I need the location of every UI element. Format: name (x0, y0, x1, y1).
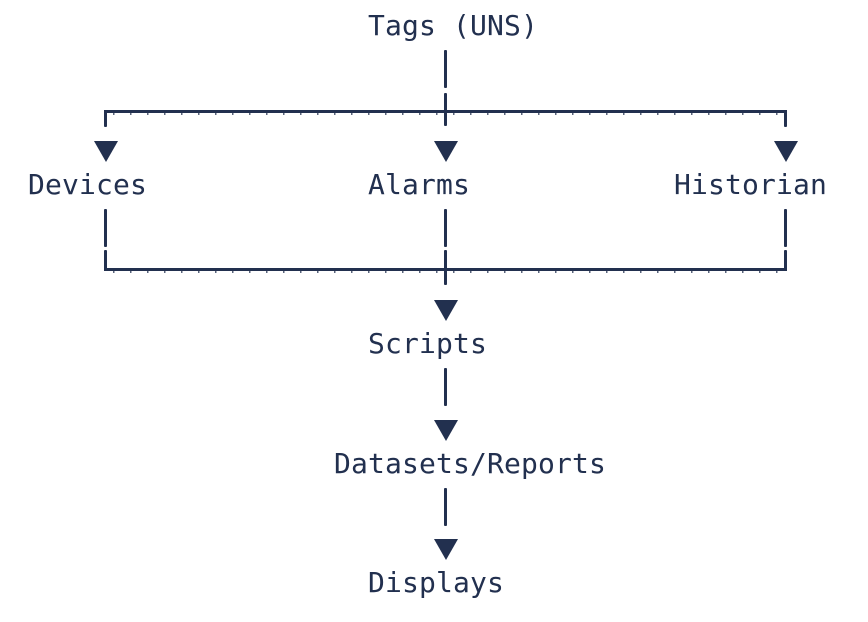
node-label-devices: Devices (28, 168, 147, 201)
connector-devices-stem (104, 209, 107, 247)
node-label-tags-uns: Tags (UNS) (368, 9, 538, 42)
connector-tags-stem (444, 50, 447, 88)
down-arrow-icon-scripts (434, 300, 458, 321)
connector-merge-rail-left-corner (104, 250, 107, 271)
connector-historian-stem (784, 209, 787, 247)
top-rail-ticks (104, 113, 787, 115)
connector-merge-rail-right-corner (784, 250, 787, 271)
merge-rail-ticks (104, 271, 787, 273)
down-arrow-icon-alarms (434, 141, 458, 162)
down-arrow-icon-historian (774, 141, 798, 162)
connector-merge-rail (104, 268, 787, 271)
node-label-scripts: Scripts (368, 327, 487, 360)
connector-top-rail-left-corner (104, 110, 107, 127)
down-arrow-icon-displays (434, 539, 458, 560)
node-label-datasets-reports: Datasets/Reports (334, 447, 606, 480)
connector-top-rail (104, 110, 787, 113)
connector-scripts-stem (444, 368, 447, 406)
connector-alarms-stem (444, 209, 447, 247)
connector-merge-cross (444, 250, 447, 285)
node-label-displays: Displays (368, 566, 504, 599)
connector-datasets-stem (444, 488, 447, 526)
connector-top-rail-right-corner (784, 110, 787, 127)
down-arrow-icon-devices (94, 141, 118, 162)
node-label-historian: Historian (674, 168, 827, 201)
connector-tags-cross (444, 93, 447, 126)
down-arrow-icon-datasets-reports (434, 420, 458, 441)
node-label-alarms: Alarms (368, 168, 470, 201)
